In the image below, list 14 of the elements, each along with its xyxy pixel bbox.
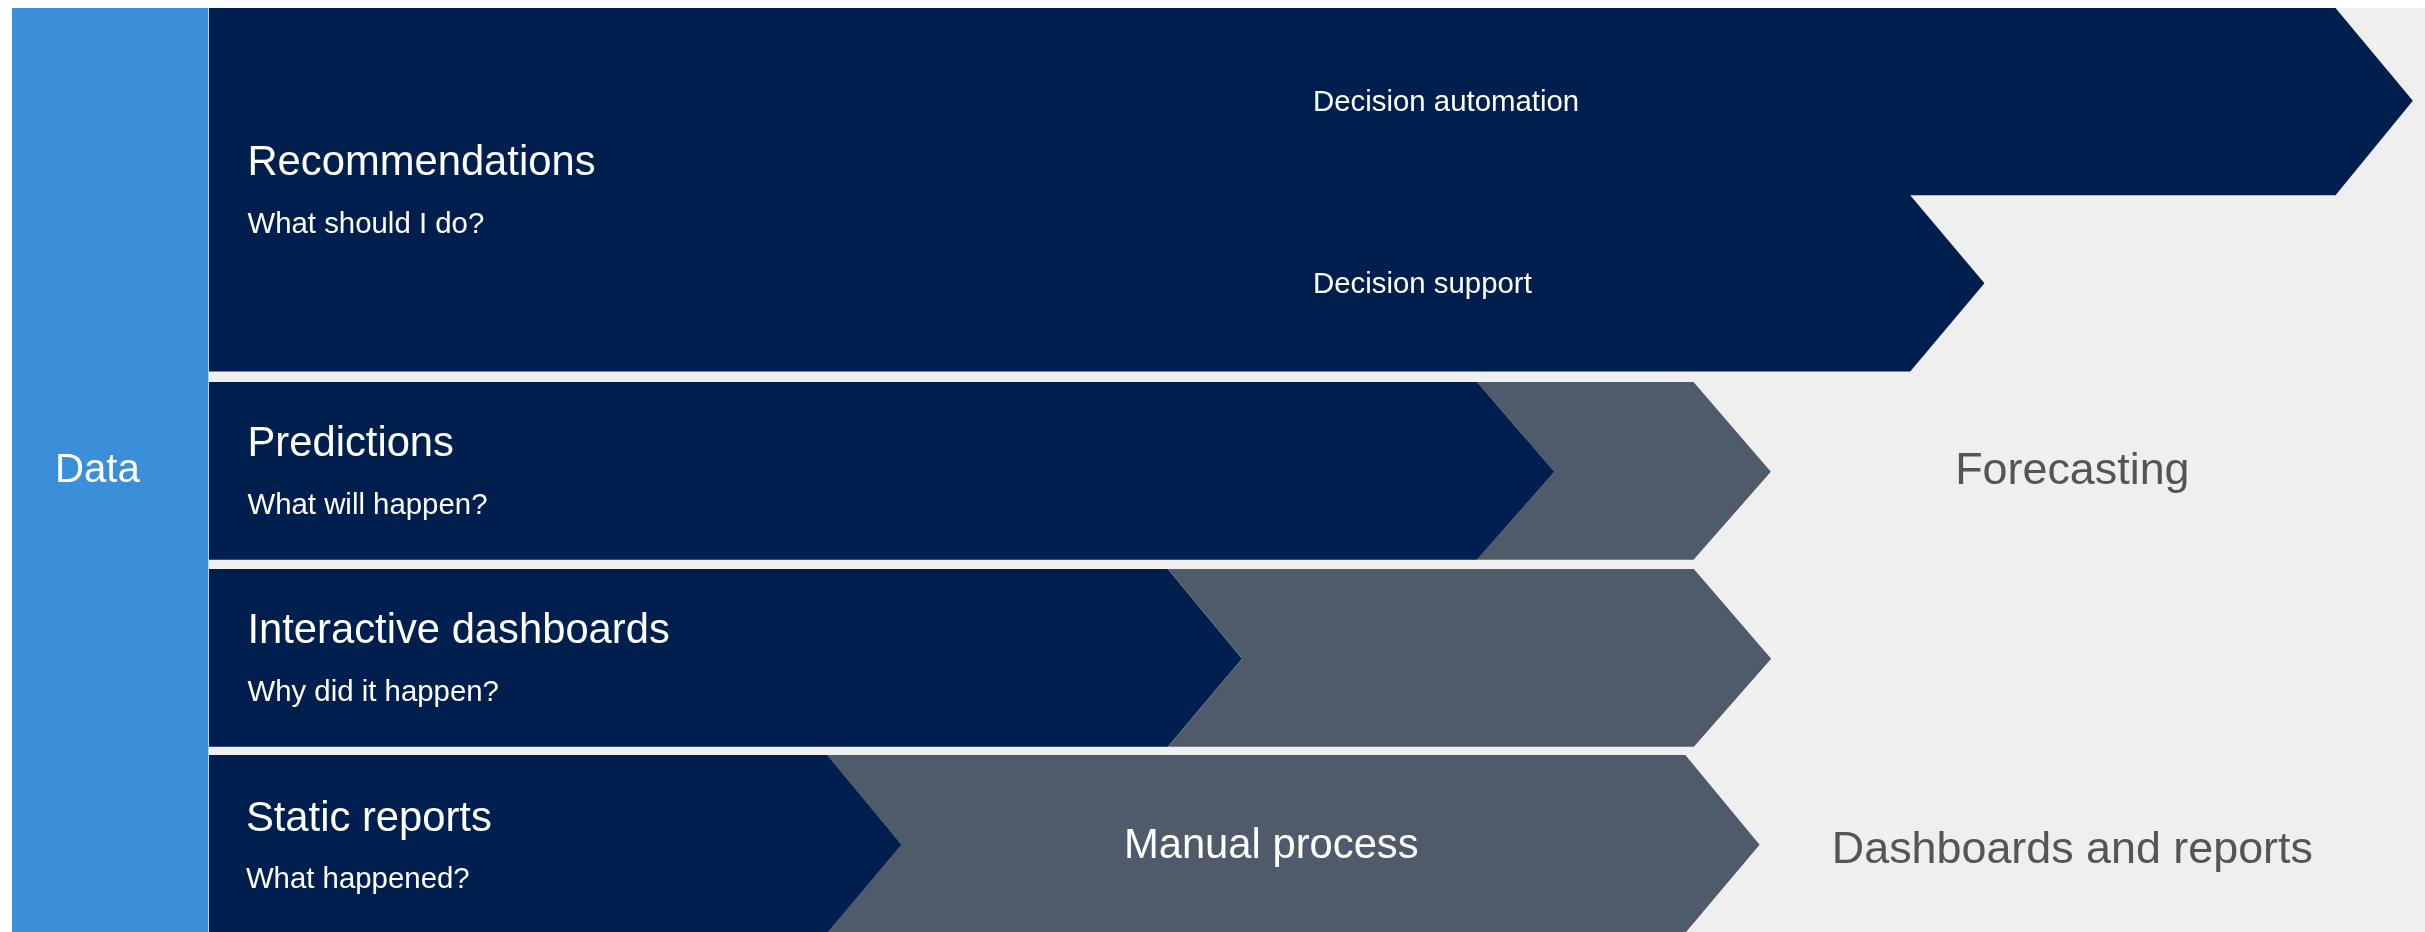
subtitle: Why did it happen?	[247, 674, 499, 709]
step-label: Decision automation	[1313, 83, 1580, 118]
data-label: Data	[54, 445, 140, 492]
subtitle: What will happen?	[247, 487, 488, 522]
subtitle: What happened?	[245, 861, 470, 896]
stage-label: Manual process	[1123, 820, 1419, 869]
heading: Recommendations	[247, 136, 596, 185]
outcome-label: Forecasting	[1955, 442, 2190, 495]
heading: Predictions	[247, 418, 454, 467]
step-label: Decision support	[1313, 266, 1532, 300]
subtitle: What should I do?	[247, 205, 485, 240]
outcome-label: Dashboards and reports	[1831, 821, 2313, 874]
heading: Interactive dashboards	[247, 605, 670, 654]
heading: Static reports	[245, 792, 492, 841]
